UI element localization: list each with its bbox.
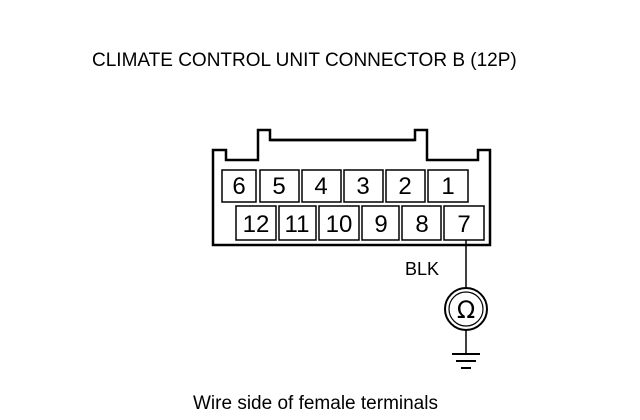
terminal-cell-8 — [401, 205, 442, 241]
terminal-cell-10 — [318, 205, 360, 241]
terminal-label: 6 — [232, 173, 245, 200]
terminal-cell-6 — [221, 169, 257, 203]
terminal-top-row: 6 5 4 3 2 1 — [221, 169, 469, 203]
terminal-label: 1 — [441, 173, 454, 200]
terminal-cell-5 — [259, 169, 300, 203]
terminal-label: 7 — [457, 211, 470, 238]
terminal-cell-11 — [278, 205, 317, 241]
ground-icon — [452, 353, 480, 369]
wire-color-label: BLK — [405, 259, 439, 279]
diagram-title: CLIMATE CONTROL UNIT CONNECTOR B (12P) — [92, 50, 517, 71]
terminal-label: 12 — [243, 211, 270, 238]
terminal-label: 11 — [285, 211, 310, 238]
ohm-symbol: Ω — [457, 296, 475, 324]
diagram-caption: Wire side of female terminals — [193, 393, 438, 414]
terminal-cell-1 — [427, 169, 469, 203]
terminal-label: 9 — [374, 211, 387, 238]
terminal-label: 8 — [415, 211, 428, 238]
terminal-label: 5 — [272, 173, 285, 200]
ohmmeter-icon: Ω — [444, 287, 488, 331]
terminal-cell-4 — [301, 169, 342, 203]
terminal-label: 2 — [398, 173, 411, 200]
terminal-bottom-row: 12 11 10 9 8 7 — [235, 205, 485, 241]
terminal-label: 10 — [326, 211, 353, 238]
terminal-cell-2 — [385, 169, 426, 203]
terminal-cell-3 — [343, 169, 384, 203]
terminal-cell-12 — [235, 205, 277, 241]
terminal-label: 4 — [314, 173, 327, 200]
terminal-cell-9 — [361, 205, 400, 241]
terminal-label: 3 — [356, 173, 369, 200]
terminal-cell-7 — [443, 205, 485, 241]
